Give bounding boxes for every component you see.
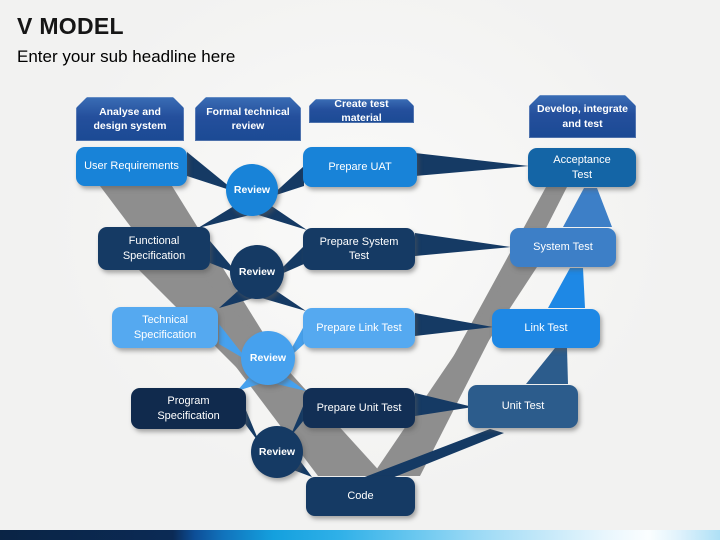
banner-formal-review: Formal technical review: [195, 97, 301, 141]
review-label: Review: [233, 184, 271, 196]
wedge-code-to-unit: [357, 429, 504, 480]
wedge-prepare-link-to-link: [415, 313, 493, 336]
wedge-system-to-acceptance: [563, 188, 612, 227]
banner-create-test-material: Create test material: [309, 99, 414, 123]
system-test-box: System Test: [510, 228, 616, 267]
wedge-prepare-unit-to-unit: [415, 393, 473, 416]
box-label: Acceptance Test: [553, 154, 611, 181]
bottom-accent-bar: [0, 530, 720, 540]
program-specification-box: Program Specification: [131, 388, 246, 429]
unit-test-box: Unit Test: [468, 385, 578, 428]
box-label: System Test: [533, 241, 593, 254]
review-label: Review: [249, 352, 287, 364]
page-title: V MODEL: [17, 13, 124, 39]
box-label: Prepare Link Test: [316, 321, 402, 334]
wedge-user-req-to-review1: [187, 152, 236, 192]
page-subtitle: Enter your sub headline here: [17, 47, 236, 66]
banner-analyse-design: Analyse and design system: [76, 97, 184, 141]
review-label: Review: [258, 446, 296, 458]
tail-review1-to-prepare-system: [255, 205, 307, 230]
box-label: Technical Specification: [133, 314, 197, 341]
user-requirements-box: User Requirements: [76, 147, 187, 186]
box-label: Link Test: [524, 322, 568, 335]
review-bubble-3: Review: [241, 331, 295, 385]
prepare-link-test-box: Prepare Link Test: [303, 308, 415, 348]
box-label: Prepare UAT: [328, 160, 392, 173]
review-bubble-2: Review: [230, 245, 284, 299]
box-label: Program Specification: [157, 395, 220, 422]
wedge-unit-to-link: [526, 348, 568, 384]
banner-label: Analyse and design system: [93, 105, 167, 132]
banner-label: Formal technical review: [206, 105, 290, 132]
box-label: Prepare Unit Test: [316, 401, 402, 414]
wedge-link-to-system: [548, 268, 585, 308]
banner-label: Create test material: [334, 97, 389, 124]
functional-specification-box: Functional Specification: [98, 227, 210, 270]
review-bubble-4: Review: [251, 426, 303, 478]
acceptance-test-box: Acceptance Test: [528, 148, 636, 187]
technical-specification-box: Technical Specification: [112, 307, 218, 348]
banner-develop-integrate: Develop, integrate and test: [529, 95, 636, 138]
wedge-prepare-system-to-system: [415, 233, 511, 256]
box-label: User Requirements: [84, 160, 179, 173]
box-label: Code: [347, 490, 374, 503]
wedge-technical-to-review3: [219, 324, 248, 361]
link-test-box: Link Test: [492, 309, 600, 348]
banner-label: Develop, integrate and test: [536, 103, 629, 130]
review-bubble-1: Review: [226, 164, 278, 216]
code-box: Code: [306, 477, 415, 516]
prepare-unit-test-box: Prepare Unit Test: [303, 388, 415, 428]
wedge-program-to-review4: [243, 403, 260, 444]
box-label: Functional Specification: [122, 235, 186, 262]
box-label: Unit Test: [501, 400, 545, 413]
box-label: Prepare System Test: [319, 235, 399, 262]
prepare-uat-box: Prepare UAT: [303, 147, 417, 187]
review-label: Review: [238, 266, 276, 278]
wedge-prepare-uat-to-acceptance: [415, 153, 529, 176]
wedge-prepare-unit-to-review4: [290, 404, 304, 437]
prepare-system-test-box: Prepare System Test: [303, 228, 415, 270]
wedge-prepare-uat-to-review1: [270, 166, 304, 197]
